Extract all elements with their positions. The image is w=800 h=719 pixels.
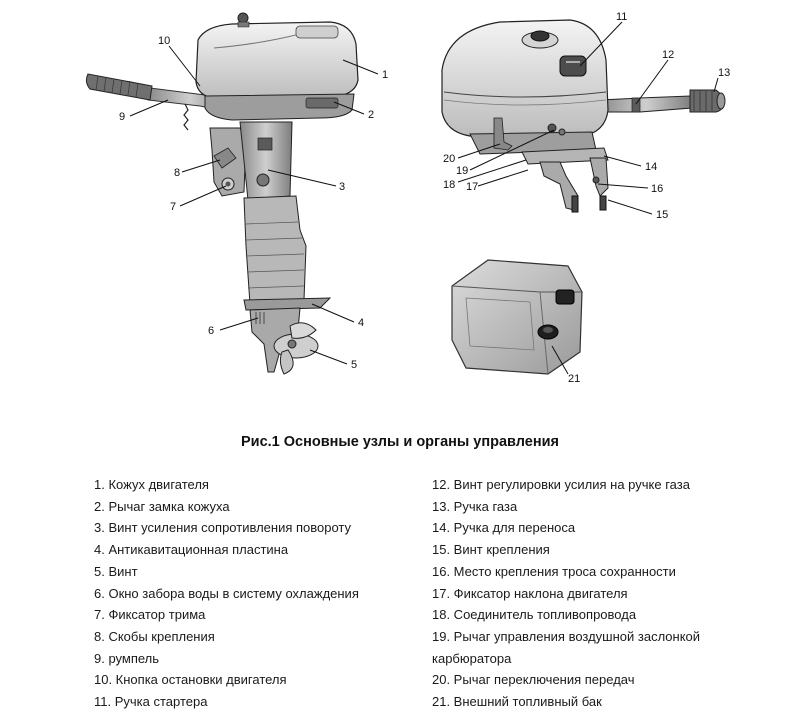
legend-item: 16. Место крепления троса сохранности xyxy=(432,563,676,579)
callout-9: 9 xyxy=(119,111,125,123)
legend-item: 3. Винт усиления сопротивления повороту xyxy=(94,520,352,536)
callout-6: 6 xyxy=(208,325,214,337)
leader-lines xyxy=(129,21,719,375)
legend-item: 12. Винт регулировки усилия на ручке газ… xyxy=(432,477,690,492)
callout-20: 20 xyxy=(443,153,455,165)
tiller-arm-right xyxy=(599,95,693,113)
callout-3: 3 xyxy=(339,181,345,193)
engine-cowling xyxy=(195,21,359,99)
callout-12: 12 xyxy=(662,49,674,61)
motor-side-view xyxy=(85,12,359,375)
legend-item: 9. румпель xyxy=(94,650,160,666)
callout-18: 18 xyxy=(443,179,455,191)
legend-item: 10. Кнопка остановки двигателя xyxy=(94,672,287,688)
legend-item: 15. Винт крепления xyxy=(432,542,550,558)
legend-item: 20. Рычаг переключения передач xyxy=(432,672,635,688)
legend-item: 6. Окно забора воды в систему охлаждения xyxy=(94,585,359,601)
legend-item: 11. Ручка стартера xyxy=(94,694,208,710)
legend-item: 21. Внешний топливный бак xyxy=(432,694,602,710)
callout-16: 16 xyxy=(651,183,663,195)
tiller-grip xyxy=(85,73,153,101)
legend-item: 2. Рычаг замка кожуха xyxy=(94,498,230,514)
callout-10: 10 xyxy=(158,35,170,47)
legend-item: 5. Винт xyxy=(94,563,138,579)
gearcase xyxy=(249,307,301,373)
propeller xyxy=(273,322,319,375)
callout-4: 4 xyxy=(358,317,364,329)
legend-item: 17. Фиксатор наклона двигателя xyxy=(432,585,628,601)
callout-21: 21 xyxy=(568,373,580,385)
legend-item: 7. Фиксатор трима xyxy=(94,607,206,623)
callout-2: 2 xyxy=(368,109,374,121)
legend-item: 8. Скобы крепления xyxy=(94,628,215,644)
callout-17: 17 xyxy=(466,181,478,193)
engine-cowling-top xyxy=(441,19,609,137)
figure-caption: Рис.1 Основные узлы и органы управления xyxy=(240,434,559,450)
callout-5: 5 xyxy=(351,359,357,371)
midsection xyxy=(239,121,293,201)
fuel-tank xyxy=(451,259,583,375)
legend-right-column: 12. Винт регулировки усилия на ручке газ… xyxy=(432,474,762,713)
starter-handle xyxy=(559,55,587,77)
callout-1: 1 xyxy=(382,69,388,81)
anti-cavitation-plate xyxy=(243,297,332,311)
callout-14: 14 xyxy=(645,161,657,173)
legend-item: 14. Ручка для переноса xyxy=(432,520,576,536)
callout-8: 8 xyxy=(174,167,180,179)
callout-labels: 1 2 3 4 5 6 7 8 9 10 11 12 13 14 15 16 1… xyxy=(119,11,730,385)
outboard-motor-diagram: 1 2 3 4 5 6 7 8 9 10 11 12 13 14 15 16 1… xyxy=(85,11,730,385)
callout-11: 11 xyxy=(616,11,627,23)
legend-item: 4. Антикавитационная пластина xyxy=(94,542,289,558)
legend-item: 18. Соединитель топливопровода xyxy=(432,607,637,623)
legend-item: 1. Кожух двигателя xyxy=(94,477,209,492)
callout-19: 19 xyxy=(456,165,468,177)
callout-15: 15 xyxy=(656,209,668,221)
legend-item: 13. Ручка газа xyxy=(432,498,518,514)
callout-7: 7 xyxy=(170,201,176,213)
callout-13: 13 xyxy=(718,67,730,79)
legend-left-column: 1. Кожух двигателя 2. Рычаг замка кожуха… xyxy=(94,474,414,713)
legend-item: 19. Рычаг управления воздушной заслонкой… xyxy=(432,628,701,666)
motor-top-view xyxy=(441,19,726,213)
